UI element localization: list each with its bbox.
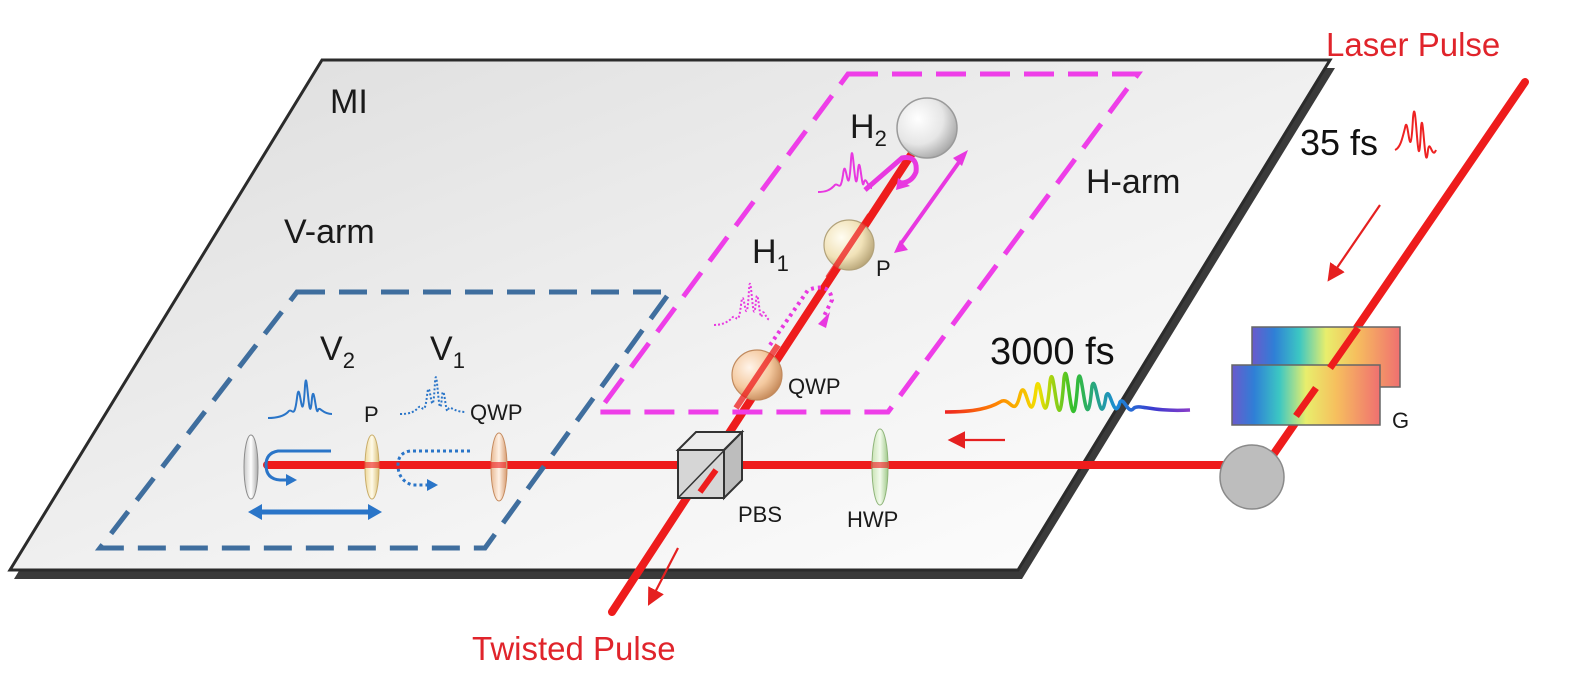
h-arm-box — [593, 71, 1143, 415]
steering-mirror-icon — [1219, 444, 1285, 510]
pbs-label: PBS — [738, 502, 782, 527]
v-arm-label: V-arm — [284, 213, 375, 251]
h2-mirror-icon — [896, 97, 958, 159]
h2-return-arrow-icon — [863, 155, 919, 192]
h-arm-p-label: P — [876, 256, 891, 281]
v1-pulse-icon — [399, 376, 467, 415]
v2-return-arrow-icon — [264, 449, 331, 482]
short-pulse-icon — [1394, 110, 1437, 159]
mi-label: MI — [330, 83, 368, 121]
v2-label: V2 — [320, 330, 355, 373]
h1-return-arrow-icon — [768, 285, 835, 347]
h1-label: H1 — [752, 233, 789, 276]
chirped-pulse-icon — [944, 371, 1191, 414]
v-arm-qwp-label: QWP — [470, 400, 523, 425]
grating-icon — [1231, 326, 1401, 426]
output-direction-arrow-icon — [647, 547, 679, 606]
optical-table — [7, 58, 1335, 579]
h2-label: H2 — [850, 108, 887, 151]
v-arm-translation-arrow-icon — [248, 504, 382, 520]
hwp-label: HWP — [847, 507, 898, 532]
v1-label: V1 — [430, 330, 465, 373]
twisted-pulse-label: Twisted Pulse — [472, 630, 676, 667]
v1-return-arrow-icon — [396, 449, 470, 487]
h1-pulse-icon — [713, 282, 771, 326]
h-arm-translation-arrow-icon — [894, 150, 968, 253]
h-arm-qwp-label: QWP — [788, 374, 841, 399]
h2-pulse-icon — [817, 152, 873, 193]
v2-mirror-icon — [243, 434, 259, 500]
pulse-3000fs-label: 3000 fs — [990, 331, 1115, 373]
beam-incoming — [1348, 78, 1529, 339]
g-label: G — [1392, 408, 1409, 433]
laser-pulse-label: Laser Pulse — [1326, 26, 1500, 63]
pulse-35fs-label: 35 fs — [1300, 122, 1378, 163]
v-arm-box — [94, 289, 675, 551]
v-arm-p-label: P — [364, 402, 379, 427]
h-arm-label: H-arm — [1086, 163, 1180, 201]
incoming-direction-arrow-icon — [1327, 204, 1381, 282]
pbs-cube-icon — [675, 429, 745, 501]
v2-pulse-icon — [267, 379, 333, 419]
